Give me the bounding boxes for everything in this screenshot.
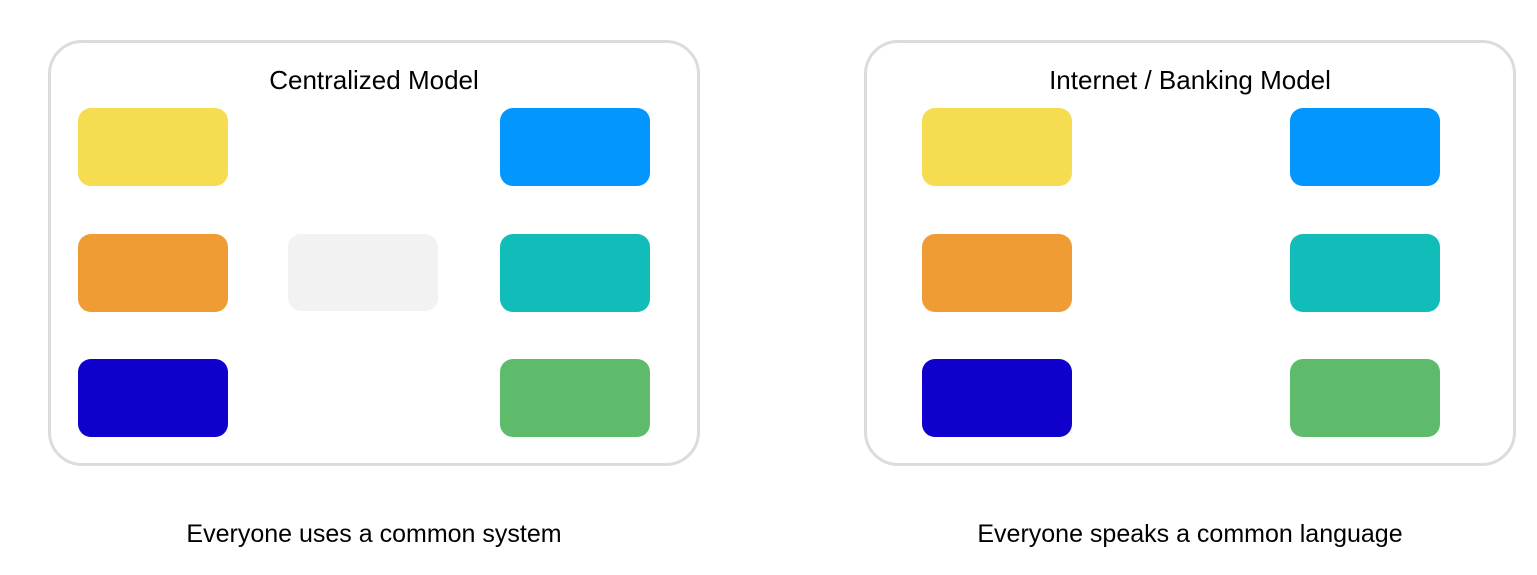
internet-banking-node-teal[interactable] [1290, 234, 1440, 312]
centralized-node-green[interactable] [500, 359, 650, 437]
panel-title-centralized: Centralized Model [269, 65, 479, 95]
internet-banking-node-darkblue[interactable] [922, 359, 1072, 437]
centralized-node-hub[interactable] [288, 234, 438, 311]
caption-internet-banking: Everyone speaks a common language [977, 520, 1403, 548]
caption-centralized: Everyone uses a common system [186, 520, 562, 548]
panel-title-internet-banking: Internet / Banking Model [1049, 65, 1331, 95]
internet-banking-node-lightblue[interactable] [1290, 108, 1440, 186]
centralized-node-yellow[interactable] [78, 108, 228, 186]
centralized-node-darkblue[interactable] [78, 359, 228, 437]
internet-banking-node-green[interactable] [1290, 359, 1440, 437]
centralized-node-orange[interactable] [78, 234, 228, 312]
centralized-node-teal[interactable] [500, 234, 650, 312]
internet-banking-node-orange[interactable] [922, 234, 1072, 312]
internet-banking-node-yellow[interactable] [922, 108, 1072, 186]
centralized-node-lightblue[interactable] [500, 108, 650, 186]
